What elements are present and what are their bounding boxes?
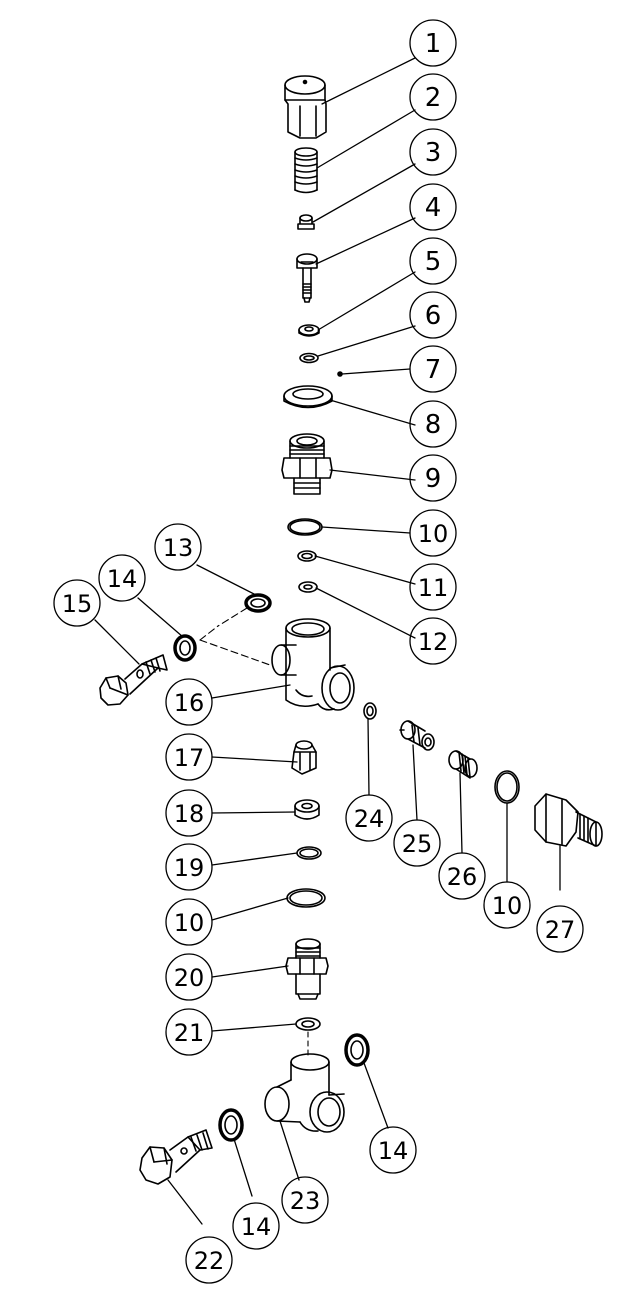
part-18-bushing [294, 799, 320, 820]
callout-circle-20 [165, 953, 213, 1001]
part-9-hex-adapter [281, 433, 333, 495]
part-10-o-ring-right [494, 770, 520, 804]
part-16-tee-body [271, 618, 355, 711]
callout-circle-13 [154, 523, 202, 571]
part-14-sealing-washer [173, 634, 197, 662]
callout-label-3: 3 [425, 138, 442, 168]
part-13-sealing-washer [244, 593, 272, 613]
callout-label-27: 27 [545, 916, 576, 944]
callout-circle-9 [409, 454, 457, 502]
part-23-tee-body [264, 1053, 345, 1133]
callout-circle-26 [438, 852, 486, 900]
callout-circle-22 [185, 1236, 233, 1284]
callout-label-23: 23 [290, 1187, 321, 1215]
part-17-fitting [291, 740, 317, 775]
callout-circle-15 [53, 579, 101, 627]
part-10-o-ring [287, 518, 323, 536]
callout-label-10c: 10 [492, 892, 523, 920]
callout-circle-16 [165, 678, 213, 726]
part-15-banjo-bolt [99, 654, 168, 706]
callout-circle-14b [369, 1126, 417, 1174]
callout-circle-4 [409, 183, 457, 231]
part-11-o-ring [297, 550, 317, 562]
callout-label-14c: 14 [241, 1213, 272, 1241]
callout-circle-10b [165, 898, 213, 946]
callout-circle-24 [345, 794, 393, 842]
callout-label-17: 17 [174, 744, 205, 772]
callout-circle-18 [165, 789, 213, 837]
callout-circle-5 [409, 237, 457, 285]
part-26-spring [448, 750, 478, 779]
callout-label-21: 21 [174, 1019, 205, 1047]
callout-circle-10 [409, 509, 457, 557]
callout-circle-7 [409, 345, 457, 393]
part-14-sealing-washer-bottom [218, 1108, 244, 1142]
part-27-adapter [534, 793, 603, 847]
callout-label-13: 13 [163, 534, 194, 562]
part-4-valve-stem [296, 253, 318, 303]
callout-label-14b: 14 [378, 1137, 409, 1165]
callout-circle-6 [409, 291, 457, 339]
part-8-lock-nut [283, 385, 333, 409]
callout-circle-10c [483, 881, 531, 929]
part-10-o-ring-lower [286, 888, 326, 908]
callout-label-11: 11 [418, 574, 449, 602]
callout-circle-17 [165, 733, 213, 781]
callout-label-9: 9 [425, 464, 442, 494]
callout-label-16: 16 [174, 689, 205, 717]
part-21-washer [295, 1017, 321, 1031]
callout-label-24: 24 [354, 805, 385, 833]
part-5-washer [298, 324, 320, 337]
callout-circle-23 [281, 1176, 329, 1224]
callout-circle-14c [232, 1202, 280, 1250]
callout-circle-12 [409, 617, 457, 665]
callout-label-5: 5 [425, 247, 442, 277]
callout-circle-2 [409, 73, 457, 121]
callout-label-26: 26 [447, 863, 478, 891]
callout-label-25: 25 [402, 830, 433, 858]
callout-label-22: 22 [194, 1247, 225, 1275]
callout-label-18: 18 [174, 800, 205, 828]
callout-circle-27 [536, 905, 584, 953]
leader-lines [94, 57, 561, 1225]
callout-label-19: 19 [174, 854, 205, 882]
callout-circles [53, 19, 584, 1284]
part-24-o-ring [363, 702, 377, 720]
callout-label-12: 12 [418, 628, 449, 656]
callout-circle-3 [409, 128, 457, 176]
callout-label-7: 7 [425, 355, 442, 385]
callout-circle-1 [409, 19, 457, 67]
callout-label-10b: 10 [174, 909, 205, 937]
part-2-spring [294, 147, 318, 194]
part-22-banjo-bolt [139, 1129, 213, 1185]
callout-label-2: 2 [425, 83, 442, 113]
part-3-spring-seat [297, 214, 315, 230]
callout-label-20: 20 [174, 964, 205, 992]
part-20-hex-nipple [285, 938, 329, 1000]
callout-circle-8 [409, 400, 457, 448]
part-12-washer [298, 581, 318, 593]
callout-label-8: 8 [425, 410, 442, 440]
callout-circle-19 [165, 843, 213, 891]
part-1-cap-nut [284, 75, 327, 139]
callout-circle-14 [98, 554, 146, 602]
callout-label-14: 14 [107, 565, 138, 593]
part-25-valve-insert [399, 720, 435, 751]
callout-circle-11 [409, 563, 457, 611]
part-19-o-ring [296, 846, 322, 860]
part-14-sealing-washer-right [344, 1033, 370, 1067]
callout-label-10: 10 [418, 520, 449, 548]
callout-circle-25 [393, 819, 441, 867]
assembly-dashed-lines [199, 607, 271, 666]
callout-label-6: 6 [425, 301, 442, 331]
callout-label-1: 1 [425, 29, 442, 59]
callout-label-15: 15 [62, 590, 93, 618]
callout-label-4: 4 [425, 193, 442, 223]
part-6-o-ring [299, 352, 319, 364]
callout-circle-21 [165, 1008, 213, 1056]
